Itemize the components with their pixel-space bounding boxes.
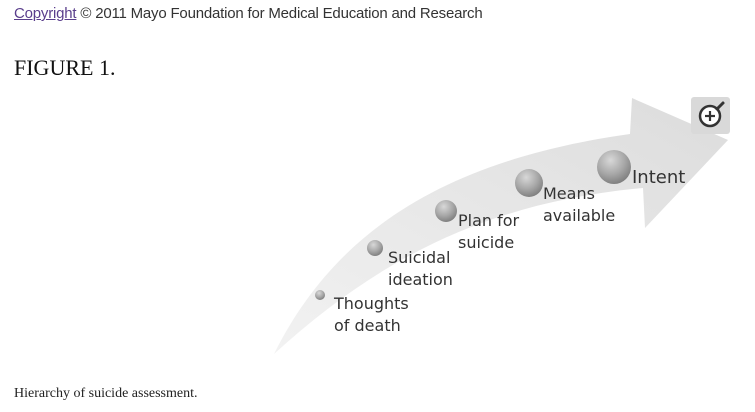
copyright-link[interactable]: Copyright <box>14 5 77 22</box>
stage-label-5: Intent <box>632 167 686 188</box>
stage-label-4: Means available <box>543 184 616 225</box>
stage-label-3: Plan for suicide <box>458 211 520 252</box>
stage-marker-2 <box>367 240 383 256</box>
figure-caption: Hierarchy of suicide assessment. <box>14 386 198 401</box>
stage-marker-3 <box>435 200 457 222</box>
arrow-graphic <box>274 98 728 354</box>
zoom-button[interactable] <box>691 97 730 134</box>
copyright-text: © 2011 Mayo Foundation for Medical Educa… <box>76 5 483 22</box>
stage-label-1: Thoughts of death <box>334 294 409 335</box>
copyright-line: Copyright © 2011 Mayo Foundation for Med… <box>14 5 483 22</box>
zoom-in-icon <box>698 101 725 128</box>
figure-title: FIGURE 1. <box>14 55 116 80</box>
figure-image[interactable]: Thoughts of death Suicidal ideation Plan… <box>260 92 740 362</box>
stage-marker-4 <box>515 169 543 197</box>
stage-label-2: Suicidal ideation <box>388 248 453 289</box>
stage-marker-1 <box>315 290 325 300</box>
stage-marker-5 <box>597 150 631 184</box>
